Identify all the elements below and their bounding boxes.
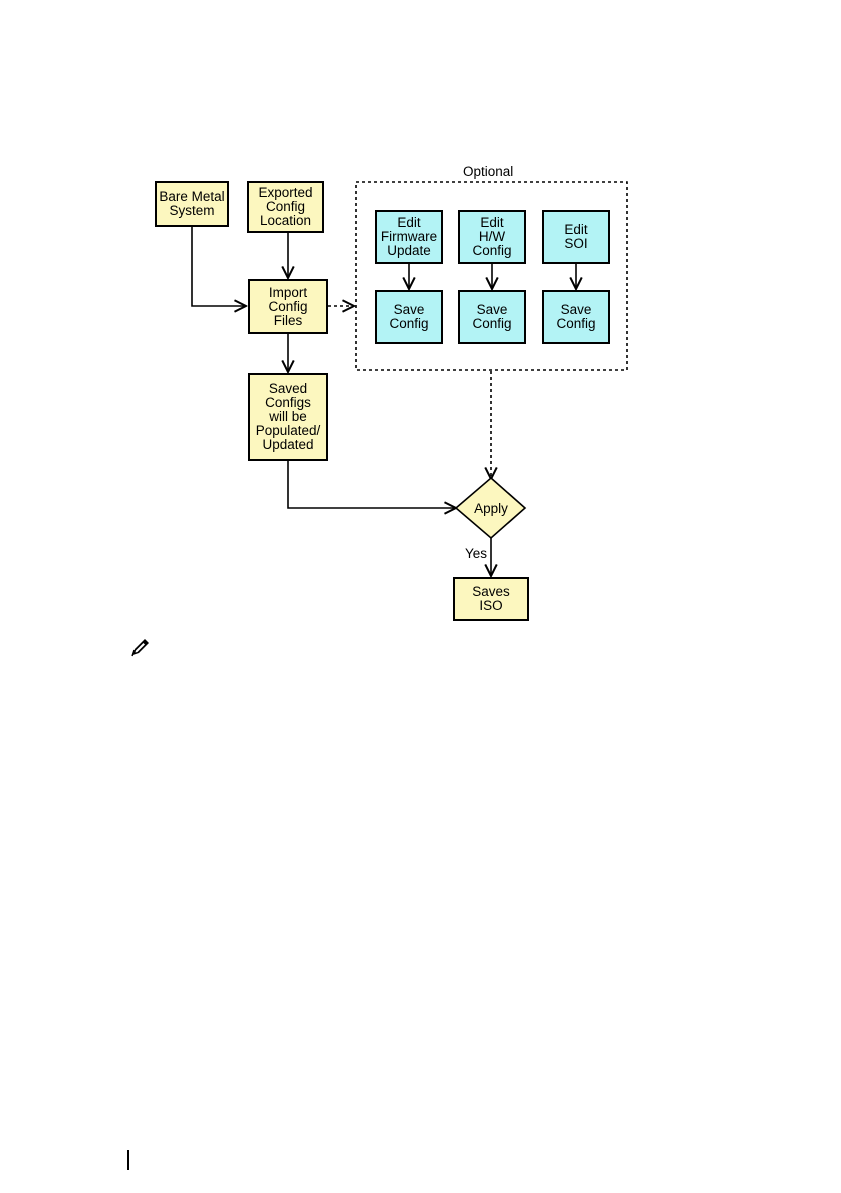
edit-hw-node: Edit H/W Config xyxy=(458,210,526,264)
bare-metal-node: Bare Metal System xyxy=(155,181,229,227)
pencil-note-icon xyxy=(130,636,152,658)
edge-saved-to-apply xyxy=(288,461,456,508)
page-margin-bar xyxy=(127,1150,129,1170)
saved-configs-node: Saved Configs will be Populated/ Updated xyxy=(248,373,328,461)
save-config-node-1: Save Config xyxy=(375,290,443,344)
import-config-node: Import Config Files xyxy=(248,279,328,334)
apply-label: Apply xyxy=(456,496,526,520)
edit-firmware-node: Edit Firmware Update xyxy=(375,210,443,264)
edge-bare-metal-to-import xyxy=(192,227,246,306)
save-config-node-3: Save Config xyxy=(542,290,610,344)
saves-iso-node: Saves ISO xyxy=(453,577,529,621)
save-config-node-2: Save Config xyxy=(458,290,526,344)
yes-edge-label: Yes xyxy=(465,546,487,561)
edit-soi-node: Edit SOI xyxy=(542,210,610,264)
optional-group-label: Optional xyxy=(463,164,513,179)
exported-config-node: Exported Config Location xyxy=(247,181,324,233)
